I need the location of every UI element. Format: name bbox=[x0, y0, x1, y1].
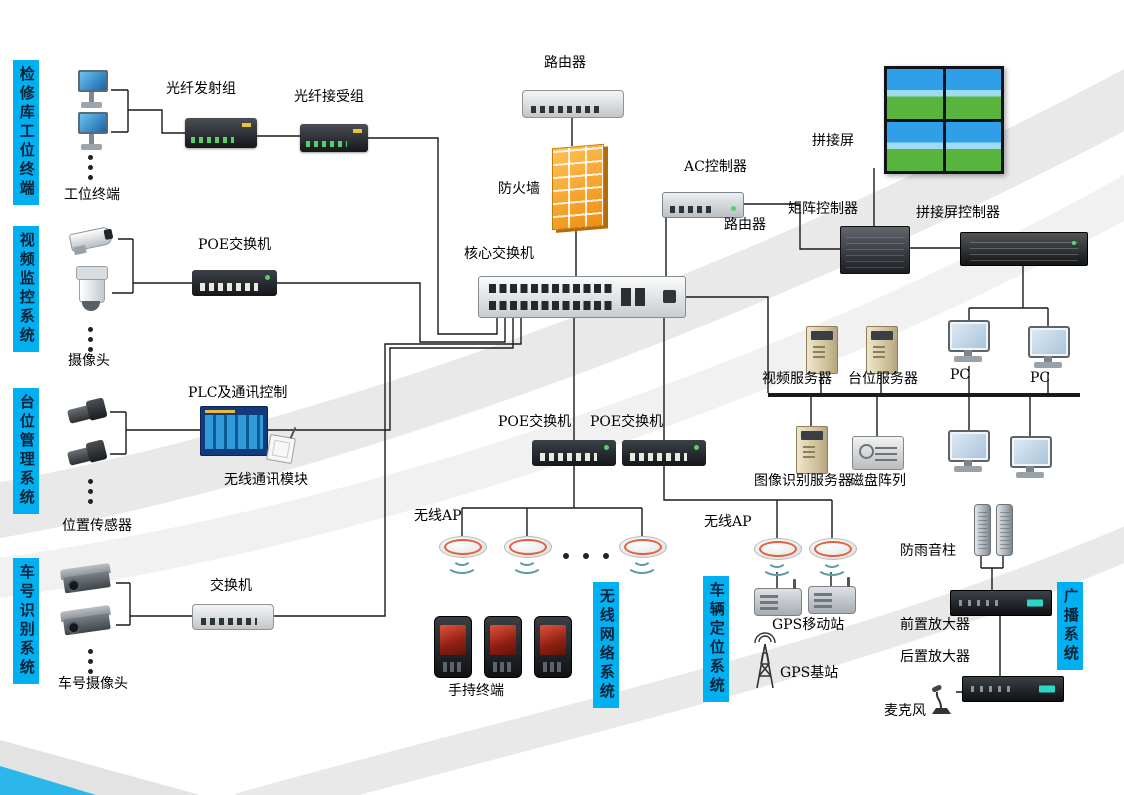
router-label: 路由器 bbox=[544, 55, 586, 71]
section-car-number-id: 车号识别系统 bbox=[13, 558, 39, 684]
wireless-ap bbox=[439, 536, 487, 574]
router bbox=[522, 90, 624, 118]
poe-switch-label: POE交换机 bbox=[498, 414, 572, 430]
ellipsis-dots bbox=[88, 322, 93, 357]
handheld-terminal bbox=[534, 616, 572, 678]
disk-array bbox=[852, 436, 904, 470]
video-wall bbox=[884, 66, 1004, 174]
section-station-management: 台位管理系统 bbox=[13, 388, 39, 514]
pre-amplifier bbox=[950, 590, 1052, 616]
ellipsis-dots bbox=[88, 150, 93, 185]
gps-base-label: GPS基站 bbox=[780, 665, 839, 681]
firewall bbox=[552, 143, 604, 231]
wireless-ap bbox=[809, 538, 857, 576]
camera-label: 摄像头 bbox=[68, 353, 110, 369]
ellipsis-dots bbox=[556, 544, 616, 563]
section-broadcast: 广播系统 bbox=[1057, 582, 1083, 670]
fiber-transmitter bbox=[185, 118, 257, 148]
sound-column bbox=[996, 504, 1013, 556]
handheld-terminal bbox=[434, 616, 472, 678]
post-amp-label: 后置放大器 bbox=[900, 649, 970, 665]
section-vehicle-positioning: 车辆定位系统 bbox=[703, 576, 729, 702]
wireless-ap bbox=[619, 536, 667, 574]
wireless-ap-label: 无线AP bbox=[414, 508, 462, 524]
section-wireless-network: 无线网络系统 bbox=[593, 582, 619, 708]
station-server-label: 台位服务器 bbox=[848, 371, 918, 387]
pc-workstation bbox=[946, 430, 992, 474]
router2-label: 路由器 bbox=[724, 217, 766, 233]
fiber-tx-label: 光纤发射组 bbox=[166, 81, 236, 97]
disk-array-label: 磁盘阵列 bbox=[850, 473, 906, 489]
pc-label: PC bbox=[950, 367, 971, 383]
video-server-label: 视频服务器 bbox=[762, 371, 832, 387]
position-sensor-label: 位置传感器 bbox=[62, 518, 132, 534]
bullet-camera bbox=[68, 224, 118, 256]
wireless-ap-label: 无线AP bbox=[704, 514, 752, 530]
plc-label: PLC及通讯控制 bbox=[188, 385, 288, 401]
gps-base-antenna bbox=[748, 632, 782, 690]
poe-switch bbox=[532, 440, 616, 466]
pc-label: PC bbox=[1030, 370, 1051, 386]
corner-cyan-wedge bbox=[0, 766, 96, 795]
matrix-controller bbox=[840, 226, 910, 274]
core-switch-label: 核心交换机 bbox=[464, 246, 534, 262]
video-wall-controller bbox=[960, 232, 1088, 266]
switch-label: 交换机 bbox=[210, 578, 252, 594]
core-switch bbox=[478, 276, 686, 318]
microphone-label: 麦克风 bbox=[884, 703, 926, 719]
kiosk-terminal bbox=[74, 112, 110, 152]
firewall-label: 防火墙 bbox=[498, 181, 540, 197]
ellipsis-dots bbox=[88, 644, 93, 679]
pc-workstation bbox=[1026, 326, 1070, 370]
video-server bbox=[806, 326, 838, 374]
kiosk-terminal bbox=[74, 70, 110, 110]
terminal-label: 工位终端 bbox=[64, 187, 120, 203]
ellipsis-dots bbox=[88, 474, 93, 509]
image-recognition-server bbox=[796, 426, 828, 474]
sound-column bbox=[974, 504, 991, 556]
post-amplifier bbox=[962, 676, 1064, 702]
wireless-module-label: 无线通讯模块 bbox=[224, 472, 308, 488]
poe-switch-label: POE交换机 bbox=[590, 414, 664, 430]
gps-mobile-station bbox=[808, 577, 856, 614]
ptz-camera bbox=[72, 266, 112, 316]
splice-screen-label: 拼接屏 bbox=[812, 133, 854, 149]
wireless-module bbox=[265, 433, 297, 465]
gps-mobile-station bbox=[754, 579, 802, 616]
pc-workstation bbox=[1008, 436, 1052, 480]
wireless-ap bbox=[754, 538, 802, 576]
section-workshop-terminal: 检修库工位终端 bbox=[13, 60, 39, 205]
microphone bbox=[928, 684, 956, 716]
car-camera-label: 车号摄像头 bbox=[58, 676, 128, 692]
gps-mobile-label: GPS移动站 bbox=[772, 617, 845, 633]
pre-amp-label: 前置放大器 bbox=[900, 617, 970, 633]
poe-switch bbox=[192, 270, 277, 296]
poe-switch bbox=[622, 440, 706, 466]
pc-workstation bbox=[946, 320, 992, 364]
handheld-label: 手持终端 bbox=[448, 683, 504, 699]
image-server-label: 图像识别服务器 bbox=[754, 473, 852, 489]
ac-controller-label: AC控制器 bbox=[684, 159, 747, 175]
matrix-controller-label: 矩阵控制器 bbox=[788, 201, 858, 217]
fiber-rx-label: 光纤接受组 bbox=[294, 89, 364, 105]
fiber-receiver bbox=[300, 124, 368, 152]
wireless-ap bbox=[504, 536, 552, 574]
station-server bbox=[866, 326, 898, 374]
handheld-terminal bbox=[484, 616, 522, 678]
plc-controller bbox=[200, 406, 268, 456]
splice-controller-label: 拼接屏控制器 bbox=[916, 205, 1000, 221]
poe-switch-label: POE交换机 bbox=[198, 237, 272, 253]
ac-controller bbox=[662, 192, 744, 218]
rain-speaker-label: 防雨音柱 bbox=[900, 543, 956, 559]
section-video-monitor: 视频监控系统 bbox=[13, 226, 39, 352]
access-switch bbox=[192, 604, 274, 630]
